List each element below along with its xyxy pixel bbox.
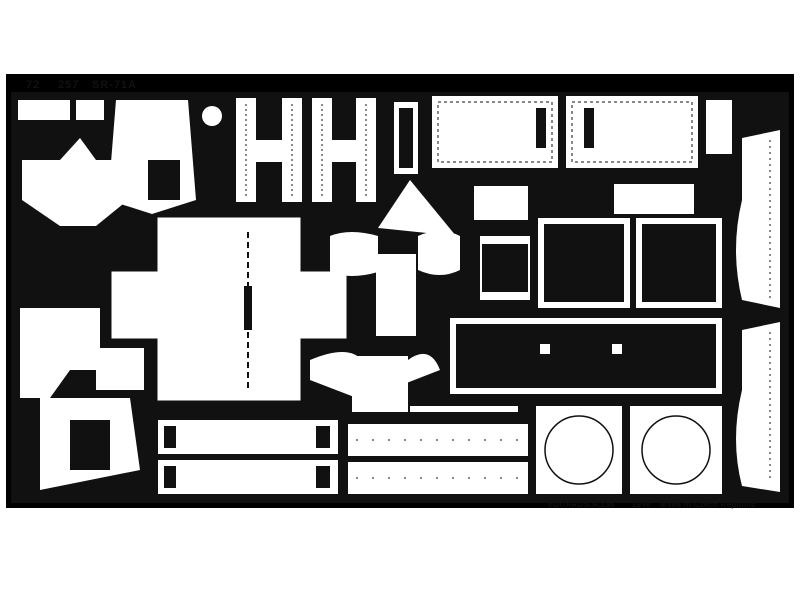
fret-code: S.A.136 bbox=[584, 500, 615, 509]
wing-bracket-left bbox=[310, 352, 362, 400]
bottom-strip-b bbox=[158, 460, 338, 494]
wing-bracket-right bbox=[404, 353, 440, 384]
catalog-prefix: 72 bbox=[26, 79, 41, 91]
thin-rod-part bbox=[410, 406, 518, 412]
right-strip-lower bbox=[736, 322, 780, 492]
lens-panel-right bbox=[630, 406, 722, 494]
h-frame-right bbox=[312, 98, 376, 202]
riveted-strip-b bbox=[348, 462, 528, 494]
round-knob-part bbox=[202, 106, 222, 126]
lens-panel-left bbox=[536, 406, 622, 494]
long-panel bbox=[456, 324, 716, 388]
right-strip-upper bbox=[736, 130, 780, 308]
curved-part-right bbox=[418, 231, 460, 275]
bracket-part bbox=[20, 308, 100, 398]
small-plate-2 bbox=[76, 100, 104, 120]
center-plate-part bbox=[376, 254, 416, 336]
square-plate-part bbox=[352, 356, 408, 412]
brand-name: EDUARD bbox=[548, 500, 584, 509]
grid-block-part bbox=[614, 184, 694, 214]
cross-panel-slot bbox=[244, 286, 252, 330]
grille-panel-b bbox=[642, 224, 716, 302]
riveted-strip-a bbox=[348, 424, 528, 456]
cross-panel-part bbox=[111, 217, 347, 401]
grille-panel-a bbox=[544, 224, 624, 302]
small-plate-1 bbox=[18, 100, 70, 120]
bottom-strip-a bbox=[158, 420, 338, 454]
panel-b bbox=[566, 96, 698, 168]
curved-part-left bbox=[330, 232, 378, 276]
panel-a bbox=[432, 96, 558, 168]
seat-frame-part bbox=[22, 138, 128, 226]
origin-label: Made in Czech Republic bbox=[660, 500, 756, 509]
model-name: SR-71A bbox=[92, 79, 138, 91]
triangle-part bbox=[378, 180, 456, 236]
copyright-year: 1998 bbox=[632, 500, 651, 509]
hinge-part bbox=[706, 100, 732, 154]
h-frame-left bbox=[236, 98, 302, 202]
small-box-part bbox=[96, 348, 144, 390]
catalog-number: 257 bbox=[58, 79, 80, 91]
clip-part bbox=[474, 186, 528, 220]
